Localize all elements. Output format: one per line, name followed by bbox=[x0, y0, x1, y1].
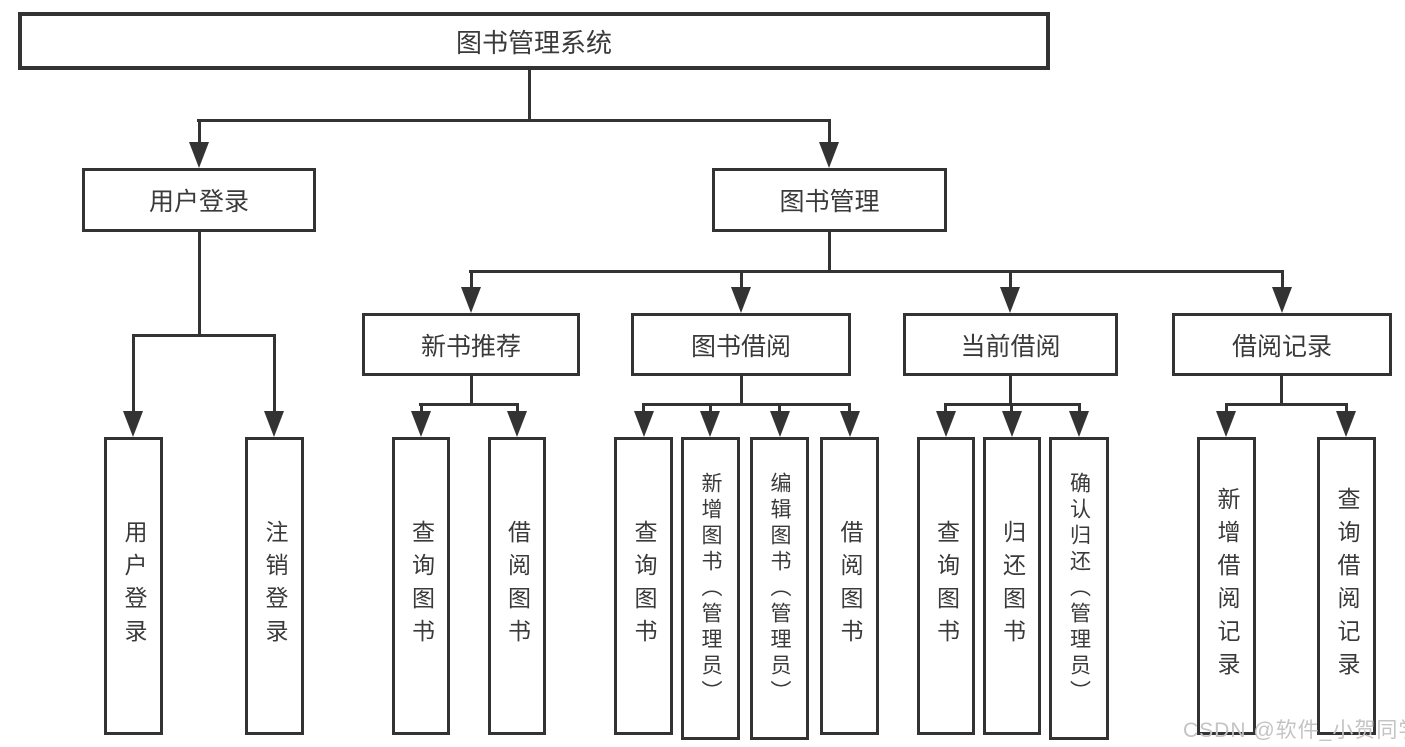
arrow-down-icon bbox=[1336, 411, 1356, 437]
node-book-borrow: 图书借阅 bbox=[631, 313, 851, 376]
arrow-down-icon bbox=[770, 411, 790, 437]
arrow-down-icon bbox=[1000, 287, 1020, 313]
leaf-user-login-action: 用户登录 bbox=[104, 437, 163, 735]
connector-line bbox=[642, 403, 851, 406]
node-current-borrow: 当前借阅 bbox=[903, 313, 1118, 376]
leaf-edit-books-admin: 编辑图书（管理员） bbox=[750, 437, 809, 740]
connector-line bbox=[1225, 403, 1348, 406]
connector-line bbox=[132, 334, 276, 337]
connector-line bbox=[197, 119, 831, 122]
arrow-down-icon bbox=[731, 287, 751, 313]
connector-line bbox=[709, 403, 712, 414]
arrow-down-icon bbox=[1216, 411, 1236, 437]
connector-line bbox=[1009, 270, 1012, 290]
arrow-down-icon bbox=[189, 142, 209, 168]
leaf-query-borrow-record: 查询借阅记录 bbox=[1317, 437, 1376, 735]
node-library-management-system: 图书管理系统 bbox=[18, 12, 1050, 70]
leaf-return-books: 归还图书 bbox=[983, 437, 1041, 735]
arrow-down-icon bbox=[819, 142, 839, 168]
watermark: CSDN @软件_小贺同学 bbox=[1183, 719, 1405, 742]
connector-line bbox=[420, 403, 423, 414]
leaf-query-books-borrow: 查询图书 bbox=[614, 437, 673, 735]
arrow-down-icon bbox=[264, 411, 284, 437]
leaf-add-books-admin: 新增图书（管理员） bbox=[681, 437, 740, 740]
connector-line bbox=[1010, 403, 1013, 414]
arrow-down-icon bbox=[1272, 287, 1292, 313]
connector-line bbox=[273, 334, 276, 414]
leaf-borrow-books: 借阅图书 bbox=[820, 437, 879, 735]
connector-line bbox=[198, 119, 201, 146]
leaf-add-borrow-record: 新增借阅记录 bbox=[1197, 437, 1256, 735]
arrow-down-icon bbox=[936, 411, 956, 437]
connector-line bbox=[642, 403, 645, 414]
connector-line bbox=[469, 270, 1284, 273]
leaf-query-books-recommend: 查询图书 bbox=[392, 437, 450, 735]
arrow-down-icon bbox=[634, 411, 654, 437]
connector-line bbox=[132, 334, 135, 414]
connector-line bbox=[1078, 403, 1081, 414]
connector-line bbox=[1225, 403, 1228, 414]
arrow-down-icon bbox=[461, 287, 481, 313]
connector-line bbox=[516, 403, 519, 414]
arrow-down-icon bbox=[411, 411, 431, 437]
connector-line bbox=[740, 375, 743, 406]
leaf-logout-action: 注销登录 bbox=[245, 437, 304, 735]
connector-line bbox=[828, 119, 831, 146]
node-borrow-records: 借阅记录 bbox=[1172, 313, 1392, 376]
arrow-down-icon bbox=[507, 411, 527, 437]
arrow-down-icon bbox=[840, 411, 860, 437]
connector-line bbox=[1345, 403, 1348, 414]
arrow-down-icon bbox=[700, 411, 720, 437]
leaf-query-books-current: 查询图书 bbox=[917, 437, 975, 735]
connector-line bbox=[1009, 375, 1012, 406]
arrow-down-icon bbox=[1002, 411, 1022, 437]
connector-line bbox=[1280, 375, 1283, 406]
connector-line bbox=[470, 270, 473, 290]
connector-line bbox=[944, 403, 947, 414]
connector-line bbox=[1281, 270, 1284, 290]
arrow-down-icon bbox=[1069, 411, 1089, 437]
connector-line bbox=[828, 232, 831, 273]
connector-line bbox=[198, 232, 201, 337]
connector-line bbox=[740, 270, 743, 290]
connector-line bbox=[419, 403, 519, 406]
arrow-down-icon bbox=[123, 411, 143, 437]
connector-line bbox=[528, 69, 531, 121]
node-book-management: 图书管理 bbox=[712, 168, 947, 232]
connector-line bbox=[470, 375, 473, 406]
leaf-borrow-books-recommend: 借阅图书 bbox=[488, 437, 546, 735]
node-user-login: 用户登录 bbox=[82, 168, 316, 232]
connector-line bbox=[778, 403, 781, 414]
leaf-confirm-return-admin: 确认归还（管理员） bbox=[1049, 437, 1109, 740]
connector-line bbox=[848, 403, 851, 414]
node-new-book-recommend: 新书推荐 bbox=[362, 313, 580, 376]
